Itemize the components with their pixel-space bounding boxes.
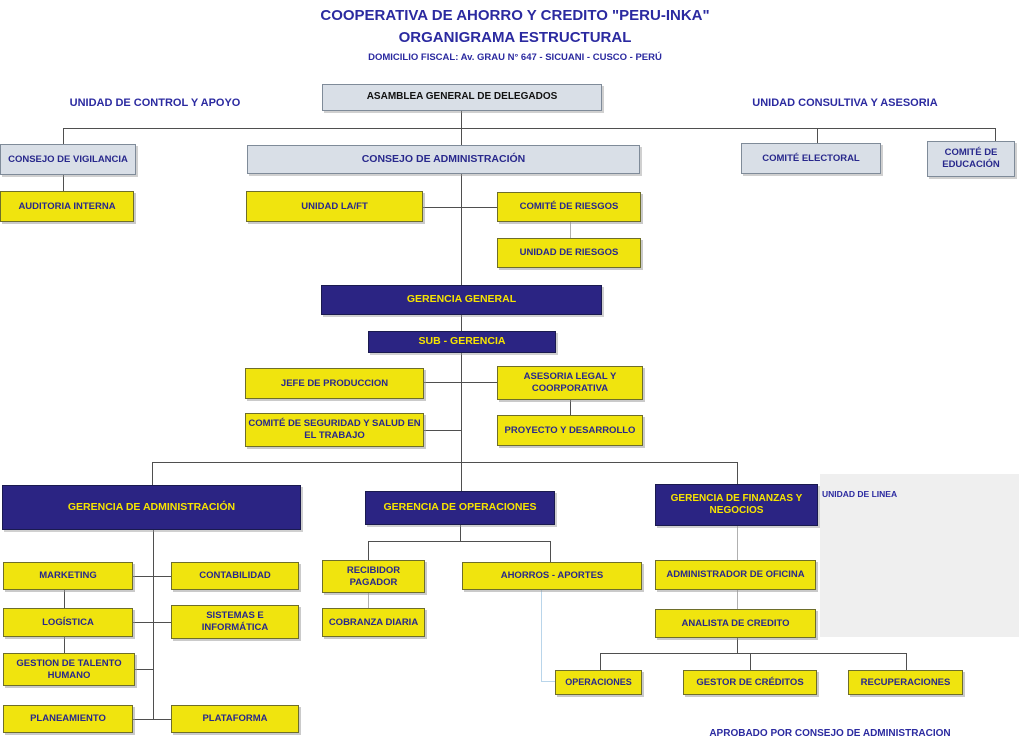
- box-gerencia-finanzas: GERENCIA DE FINANZAS Y NEGOCIOS: [655, 484, 818, 526]
- approved-note: APROBADO POR CONSEJO DE ADMINISTRACION: [709, 728, 951, 739]
- box-ahorros-aportes: AHORROS - APORTES: [462, 562, 642, 590]
- box-gerencia-administracion: GERENCIA DE ADMINISTRACIÓN: [2, 485, 301, 530]
- connector-line: [737, 638, 738, 653]
- connector-line: [600, 653, 601, 670]
- connector-line: [461, 462, 462, 491]
- chart-header: COOPERATIVA DE AHORRO Y CREDITO "PERU-IN…: [262, 6, 768, 64]
- side-panel: [820, 474, 1019, 637]
- connector-line: [152, 462, 738, 463]
- connector-line: [133, 622, 171, 623]
- connector-line: [423, 207, 497, 208]
- section-label-consultiva-asesoria: UNIDAD CONSULTIVA Y ASESORIA: [752, 97, 938, 109]
- box-plataforma: PLATAFORMA: [171, 705, 299, 733]
- box-recibidor-pagador: RECIBIDOR PAGADOR: [322, 560, 425, 593]
- connector-line: [737, 526, 738, 560]
- box-sub-gerencia: SUB - GERENCIA: [368, 331, 556, 353]
- box-gestion-talento: GESTION DE TALENTO HUMANO: [3, 653, 135, 686]
- box-contabilidad: CONTABILIDAD: [171, 562, 299, 590]
- connector-line: [63, 175, 64, 191]
- page-subtitle: ORGANIGRAMA ESTRUCTURAL: [398, 29, 632, 46]
- connector-line: [461, 353, 462, 463]
- connector-line: [64, 590, 65, 608]
- section-label-control-apoyo: UNIDAD DE CONTROL Y APOYO: [69, 97, 241, 109]
- connector-line: [541, 590, 542, 682]
- box-gerencia-general: GERENCIA GENERAL: [321, 285, 602, 315]
- connector-line: [63, 128, 996, 129]
- connector-line: [550, 541, 551, 562]
- connector-line: [750, 653, 751, 670]
- connector-line: [737, 590, 738, 609]
- box-auditoria-interna: AUDITORIA INTERNA: [0, 191, 134, 222]
- box-consejo-administracion: CONSEJO DE ADMINISTRACIÓN: [247, 145, 640, 174]
- connector-line: [570, 222, 571, 238]
- connector-line: [817, 128, 818, 143]
- connector-line: [424, 382, 497, 383]
- connector-line: [906, 653, 907, 670]
- box-gestor-creditos: GESTOR DE CRÉDITOS: [683, 670, 817, 695]
- box-analista-credito: ANALISTA DE CREDITO: [655, 609, 816, 638]
- box-asamblea-general: ASAMBLEA GENERAL DE DELEGADOS: [322, 84, 602, 111]
- box-unidad-riesgos: UNIDAD DE RIESGOS: [497, 238, 641, 268]
- box-comite-riesgos: COMITÉ DE RIESGOS: [497, 192, 641, 222]
- connector-line: [995, 128, 996, 141]
- page-title: COOPERATIVA DE AHORRO Y CREDITO "PERU-IN…: [320, 7, 710, 24]
- box-recuperaciones: RECUPERACIONES: [848, 670, 963, 695]
- box-asesoria-legal: ASESORIA LEGAL Y COORPORATIVA: [497, 366, 643, 400]
- box-unidad-laft: UNIDAD LA/FT: [246, 191, 423, 222]
- connector-line: [461, 315, 462, 331]
- connector-line: [64, 637, 65, 653]
- box-consejo-vigilancia: CONSEJO DE VIGILANCIA: [0, 144, 136, 175]
- connector-line: [460, 525, 461, 541]
- connector-line: [368, 593, 369, 608]
- box-jefe-produccion: JEFE DE PRODUCCION: [245, 368, 424, 399]
- box-sistemas-informatica: SISTEMAS E INFORMÁTICA: [171, 605, 299, 639]
- connector-line: [368, 541, 550, 542]
- box-proyecto-desarrollo: PROYECTO Y DESARROLLO: [497, 415, 643, 446]
- connector-line: [570, 400, 571, 415]
- box-operaciones: OPERACIONES: [555, 670, 642, 695]
- connector-line: [600, 653, 906, 654]
- connector-line: [461, 174, 462, 285]
- connector-line: [133, 576, 171, 577]
- section-label-unidad-linea: UNIDAD DE LINEA: [822, 489, 898, 499]
- box-marketing: MARKETING: [3, 562, 133, 590]
- box-comite-seguridad: COMITÉ DE SEGURIDAD Y SALUD EN EL TRABAJ…: [245, 413, 424, 447]
- box-comite-electoral: COMITÉ ELECTORAL: [741, 143, 881, 174]
- connector-line: [541, 681, 555, 682]
- fiscal-address: DOMICILIO FISCAL: Av. GRAU N° 647 - SICU…: [368, 52, 662, 63]
- box-cobranza-diaria: COBRANZA DIARIA: [322, 608, 425, 637]
- connector-line: [153, 530, 154, 719]
- connector-line: [63, 128, 64, 144]
- connector-line: [424, 430, 461, 431]
- connector-line: [135, 669, 153, 670]
- connector-line: [133, 719, 171, 720]
- connector-line: [737, 462, 738, 484]
- connector-line: [368, 541, 369, 560]
- connector-line: [152, 462, 153, 485]
- box-planeamiento: PLANEAMIENTO: [3, 705, 133, 733]
- box-comite-educacion: COMITÉ DE EDUCACIÓN: [927, 141, 1015, 177]
- box-gerencia-operaciones: GERENCIA DE OPERACIONES: [365, 491, 555, 525]
- box-logistica: LOGÍSTICA: [3, 608, 133, 637]
- box-administrador-oficina: ADMINISTRADOR DE OFICINA: [655, 560, 816, 590]
